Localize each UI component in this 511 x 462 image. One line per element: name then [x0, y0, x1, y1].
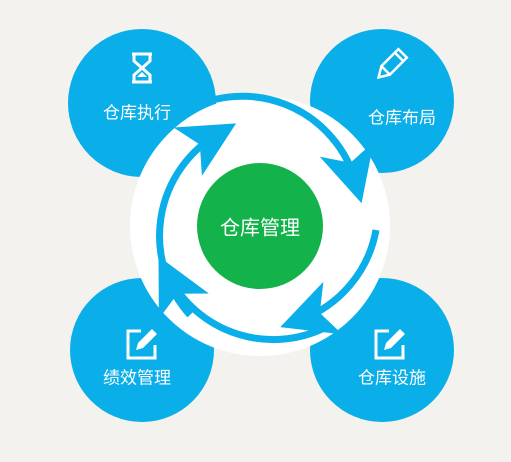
edit-icon: [126, 329, 157, 360]
node-label-bottom-right: 仓库设施: [358, 368, 426, 389]
arrow-top: [178, 92, 374, 204]
arrow-right: [280, 229, 380, 335]
arrow-bottom: [158, 256, 332, 344]
arrow-left: [156, 123, 237, 318]
pencil-icon: [376, 47, 409, 80]
hourglass-icon: [132, 52, 152, 84]
edit-icon: [374, 329, 405, 360]
center-label: 仓库管理: [220, 215, 300, 240]
center-circle: [197, 163, 323, 289]
node-label-top-right: 仓库布局: [368, 108, 436, 129]
node-label-bottom-left: 绩效管理: [103, 368, 171, 389]
node-label-top-left: 仓库执行: [103, 103, 171, 124]
